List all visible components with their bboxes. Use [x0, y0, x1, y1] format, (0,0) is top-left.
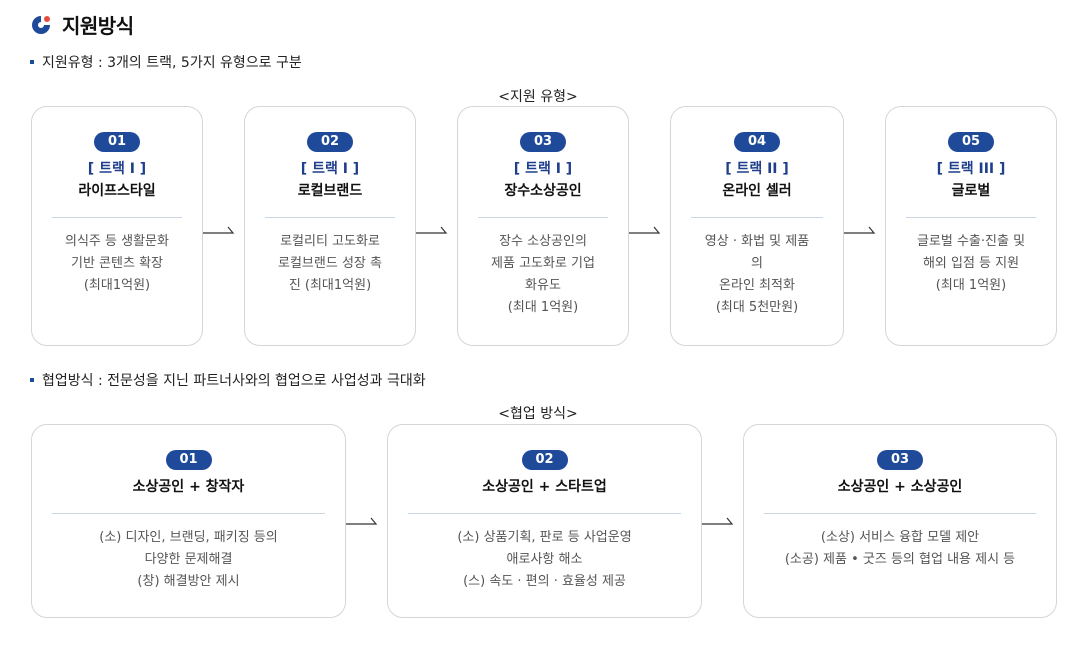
card-description: 영상 · 화법 및 제품 의 온라인 최적화 (최대 5천만원): [671, 231, 843, 319]
card-number-badge: 01: [94, 132, 140, 152]
card-description-line: 제품 고도화로 기업: [491, 256, 595, 271]
card-description-line: 의식주 등 생활문화: [65, 234, 169, 249]
support-type-card: 05 [ 트랙 III ] 글로벌 글로벌 수출·진출 및 해외 입점 등 지원…: [885, 106, 1057, 346]
card-description: 장수 소상공인의 제품 고도화로 기업 화유도 (최대 1억원): [458, 231, 628, 319]
card-description-line: (최대1억원): [83, 278, 151, 293]
section-bullet-text: 협업방식 : 전문성을 지닌 파트너사와의 협업으로 사업성과 극대화: [42, 373, 426, 389]
card-description-line: (소) 디자인, 브랜딩, 패키징 등의: [99, 530, 278, 545]
card-description: (소상) 서비스 융합 모델 제안 (소공) 제품 • 굿즈 등의 협업 내용 …: [744, 527, 1056, 571]
card-description-line: (최대 1억원): [935, 278, 1007, 293]
card-description-line: 애로사항 해소: [506, 552, 583, 567]
card-track: [ 트랙 II ]: [725, 161, 789, 177]
card-divider: [764, 513, 1036, 514]
page-title: 지원방식: [62, 14, 134, 38]
support-type-card: 02 [ 트랙 Ⅰ ] 로컬브랜드 로컬리티 고도화로 로컬브랜드 성장 촉 진…: [244, 106, 416, 346]
card-title: 소상공인 + 창작자: [132, 479, 245, 495]
card-title: 라이프스타일: [78, 183, 156, 199]
support-type-card: 03 [ 트랙 Ⅰ ] 장수소상공인 장수 소상공인의 제품 고도화로 기업 화…: [457, 106, 629, 346]
card-description: (소) 디자인, 브랜딩, 패키징 등의 다양한 문제해결 (창) 해결방안 제…: [32, 527, 345, 593]
section-bullet-text: 지원유형 : 3개의 트랙, 5가지 유형으로 구분: [42, 55, 302, 71]
card-description-line: 다양한 문제해결: [144, 552, 233, 567]
card-track: [ 트랙 Ⅰ ]: [87, 161, 147, 177]
card-description-line: 글로벌 수출·진출 및: [916, 234, 1026, 249]
card-number-badge: 03: [877, 450, 923, 470]
card-divider: [52, 217, 182, 218]
card-description-line: 화유도: [525, 278, 561, 293]
card-description: 글로벌 수출·진출 및 해외 입점 등 지원 (최대 1억원): [886, 231, 1056, 297]
arrow-right-icon: [346, 517, 378, 525]
card-description-line: 진 (최대1억원): [288, 278, 372, 293]
card-description-line: 기반 콘텐츠 확장: [71, 256, 163, 271]
card-number-badge: 04: [734, 132, 780, 152]
card-title: 장수소상공인: [504, 183, 582, 199]
card-title: 소상공인 + 소상공인: [837, 479, 963, 495]
card-divider: [691, 217, 823, 218]
support-type-card: 01 [ 트랙 Ⅰ ] 라이프스타일 의식주 등 생활문화 기반 콘텐츠 확장 …: [31, 106, 203, 346]
card-track: [ 트랙 Ⅰ ]: [513, 161, 573, 177]
card-description-line: (소공) 제품 • 굿즈 등의 협업 내용 제시 등: [784, 552, 1016, 567]
support-type-card: 04 [ 트랙 II ] 온라인 셀러 영상 · 화법 및 제품 의 온라인 최…: [670, 106, 844, 346]
arrow-right-icon: [702, 517, 734, 525]
card-description-line: (스) 속도 · 편의 · 효율성 제공: [463, 574, 626, 589]
arrow-right-icon: [629, 226, 661, 234]
card-divider: [265, 217, 395, 218]
collab-type-card: 02 소상공인 + 스타트업 (소) 상품기획, 판로 등 사업운영 애로사항 …: [387, 424, 702, 618]
card-number-badge: 03: [520, 132, 566, 152]
card-divider: [52, 513, 325, 514]
card-title: 소상공인 + 스타트업: [482, 479, 607, 495]
card-description-line: (창) 해결방안 제시: [137, 574, 240, 589]
card-title: 온라인 셀러: [722, 183, 792, 199]
card-track: [ 트랙 III ]: [936, 161, 1006, 177]
card-description-line: 해외 입점 등 지원: [922, 256, 1020, 271]
bullet-marker: [30, 60, 34, 64]
section-caption: <지원 유형>: [498, 89, 578, 105]
section-bullet-collab-type: 협업방식 : 전문성을 지닌 파트너사와의 협업으로 사업성과 극대화: [30, 370, 426, 390]
card-description: (소) 상품기획, 판로 등 사업운영 애로사항 해소 (스) 속도 · 편의 …: [388, 527, 701, 593]
card-divider: [906, 217, 1036, 218]
card-title: 글로벌: [951, 183, 991, 199]
card-title: 로컬브랜드: [297, 183, 363, 199]
section-caption: <협업 방식>: [498, 406, 578, 422]
card-number-badge: 02: [307, 132, 353, 152]
card-description-line: 영상 · 화법 및 제품: [704, 234, 810, 249]
card-description: 의식주 등 생활문화 기반 콘텐츠 확장 (최대1억원): [32, 231, 202, 297]
card-description-line: (최대 1억원): [507, 300, 579, 315]
arrow-right-icon: [203, 226, 235, 234]
card-number-badge: 01: [165, 450, 212, 470]
collab-type-card: 03 소상공인 + 소상공인 (소상) 서비스 융합 모델 제안 (소공) 제품…: [743, 424, 1057, 618]
card-track: [ 트랙 Ⅰ ]: [300, 161, 360, 177]
card-description-line: (소상) 서비스 융합 모델 제안: [820, 530, 980, 545]
card-divider: [478, 217, 608, 218]
card-description-line: 의: [751, 256, 763, 271]
card-number-badge: 02: [521, 450, 568, 470]
card-description-line: 로컬브랜드 성장 촉: [278, 256, 382, 271]
bullet-marker: [30, 378, 34, 382]
card-description-line: (소) 상품기획, 판로 등 사업운영: [457, 530, 632, 545]
title-row: 지원방식: [30, 10, 134, 39]
card-number-badge: 05: [948, 132, 994, 152]
card-description-line: 온라인 최적화: [719, 278, 795, 293]
arrow-right-icon: [844, 226, 876, 234]
brand-logo-icon: [32, 15, 50, 34]
collab-type-card: 01 소상공인 + 창작자 (소) 디자인, 브랜딩, 패키징 등의 다양한 문…: [31, 424, 346, 618]
card-description-line: (최대 5천만원): [715, 300, 799, 315]
section-bullet-support-type: 지원유형 : 3개의 트랙, 5가지 유형으로 구분: [30, 52, 302, 72]
card-description: 로컬리티 고도화로 로컬브랜드 성장 촉 진 (최대1억원): [245, 231, 415, 297]
arrow-right-icon: [416, 226, 448, 234]
card-divider: [408, 513, 681, 514]
card-description-line: 장수 소상공인의: [499, 234, 587, 249]
card-description-line: 로컬리티 고도화로: [280, 234, 380, 249]
